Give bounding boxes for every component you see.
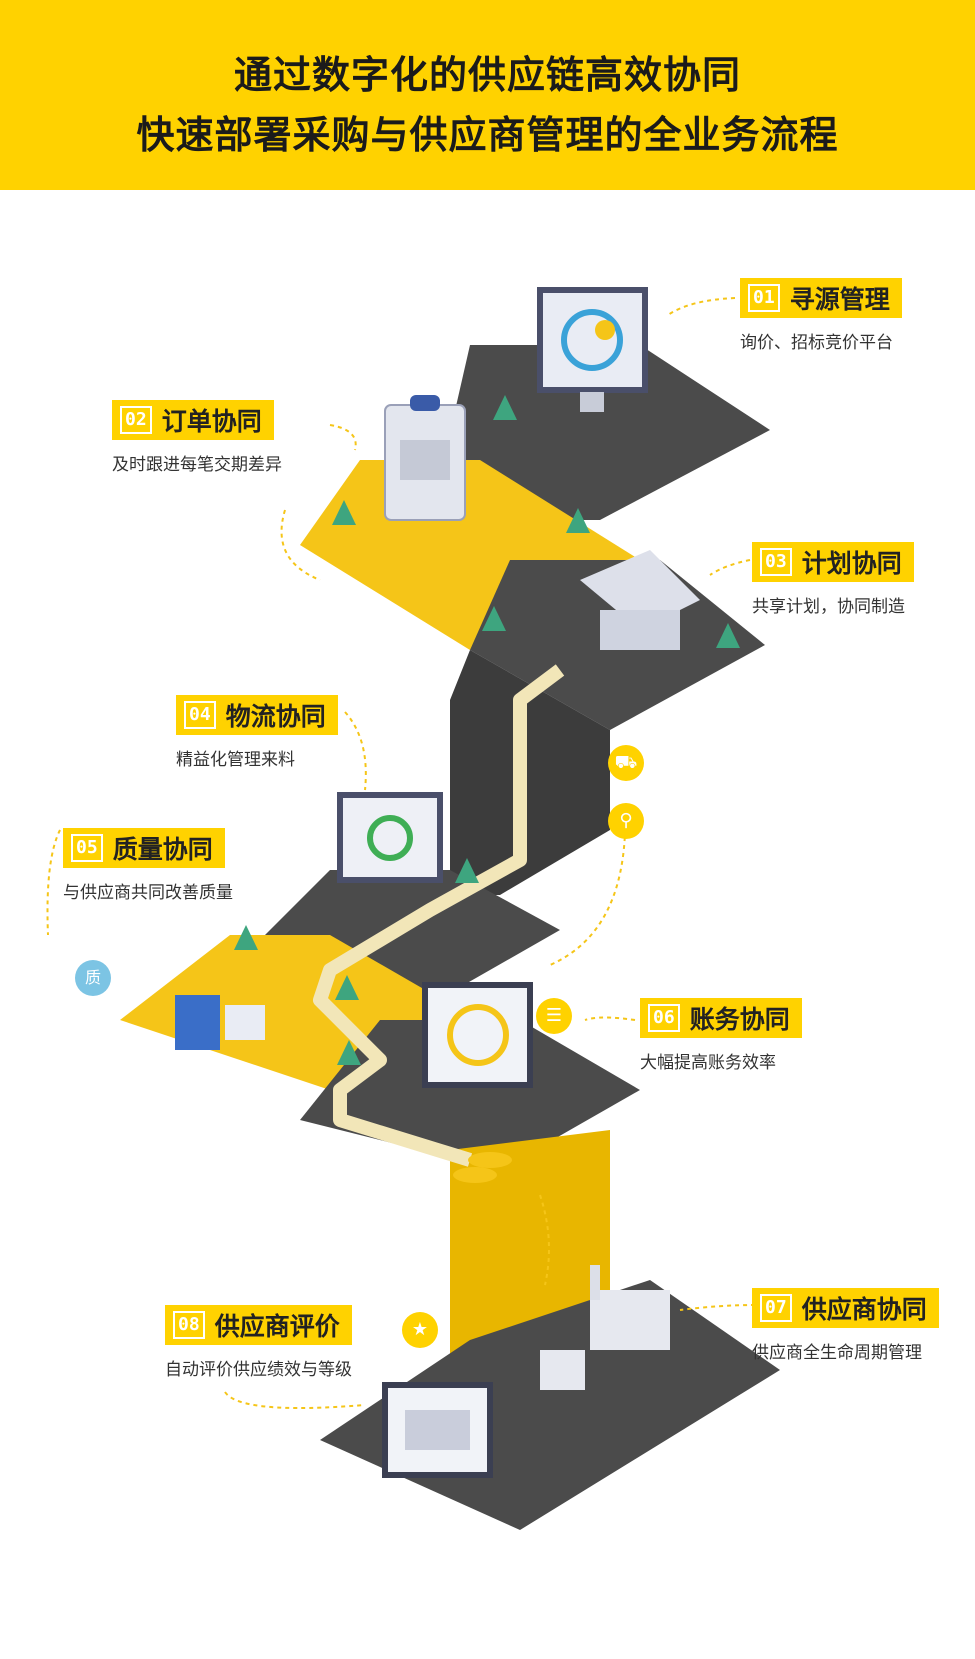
step-evaluation: 08 供应商评价 自动评价供应绩效与等级 <box>165 1305 352 1380</box>
step-sourcing: 01 寻源管理 询价、招标竞价平台 <box>740 278 902 353</box>
monitor-logistics <box>337 792 443 883</box>
step-desc: 与供应商共同改善质量 <box>63 883 233 903</box>
step-title: 供应商协同 <box>801 1295 927 1324</box>
monitor-accounts <box>422 982 533 1183</box>
platform-sourcing <box>430 345 770 520</box>
warehouse-planning <box>580 550 700 650</box>
step-number: 06 <box>648 1004 680 1032</box>
machine-quality <box>175 995 265 1050</box>
step-tag: 04 物流协同 <box>176 695 338 735</box>
step-tag: 02 订单协同 <box>112 400 274 440</box>
clipboard-orders <box>384 395 466 521</box>
step-desc: 精益化管理来料 <box>176 750 295 770</box>
step-title: 供应商评价 <box>214 1312 340 1341</box>
road-stripe <box>313 664 565 1167</box>
step-title: 物流协同 <box>225 702 326 731</box>
step-desc: 共享计划，协同制造 <box>752 597 905 617</box>
step-number: 07 <box>760 1294 792 1322</box>
step-accounts: 06 账务协同 大幅提高账务效率 <box>640 998 802 1073</box>
step-title: 账务协同 <box>689 1005 790 1034</box>
step-desc: 询价、招标竞价平台 <box>740 333 893 353</box>
headline-line-1: 通过数字化的供应链高效协同 <box>233 53 741 97</box>
step-tag: 03 计划协同 <box>752 542 914 582</box>
step-orders: 02 订单协同 及时跟进每笔交期差异 <box>112 400 282 475</box>
quality-icon: 质 <box>75 960 111 996</box>
step-tag: 05 质量协同 <box>63 828 225 868</box>
step-desc: 及时跟进每笔交期差异 <box>112 455 282 475</box>
step-number: 05 <box>71 834 103 862</box>
step-supplier: 07 供应商协同 供应商全生命周期管理 <box>752 1288 939 1363</box>
step-title: 订单协同 <box>161 407 262 436</box>
connectors <box>46 297 756 1410</box>
step-title: 计划协同 <box>801 549 902 578</box>
step-quality: 05 质量协同 与供应商共同改善质量 <box>63 828 233 903</box>
belt-planning-logistics <box>450 650 610 895</box>
monitor-evaluation <box>382 1382 493 1478</box>
step-desc: 供应商全生命周期管理 <box>752 1343 922 1363</box>
belt-accounts-supplier <box>450 1130 610 1360</box>
step-desc: 自动评价供应绩效与等级 <box>165 1360 352 1380</box>
step-tag: 07 供应商协同 <box>752 1288 939 1328</box>
step-title: 寻源管理 <box>789 285 890 314</box>
step-number: 01 <box>748 284 780 312</box>
invoice-icon: ☰ <box>536 998 572 1034</box>
platform-logistics <box>260 870 560 1010</box>
location-pin-icon: ⚲ <box>608 803 644 839</box>
step-number: 08 <box>173 1311 205 1339</box>
factory-supplier <box>540 1265 670 1390</box>
step-number: 03 <box>760 548 792 576</box>
step-tag: 06 账务协同 <box>640 998 802 1038</box>
step-planning: 03 计划协同 共享计划，协同制造 <box>752 542 914 617</box>
star-badge-icon: ★ <box>402 1312 438 1348</box>
step-tag: 08 供应商评价 <box>165 1305 352 1345</box>
step-logistics: 04 物流协同 精益化管理来料 <box>176 695 338 770</box>
truck-icon: ⛟ <box>608 745 644 781</box>
trees <box>234 395 740 1065</box>
step-number: 02 <box>120 406 152 434</box>
step-tag: 01 寻源管理 <box>740 278 902 318</box>
step-title: 质量协同 <box>112 835 213 864</box>
step-desc: 大幅提高账务效率 <box>640 1053 776 1073</box>
headline-line-2: 快速部署采购与供应商管理的全业务流程 <box>136 113 839 157</box>
header-banner: 通过数字化的供应链高效协同 快速部署采购与供应商管理的全业务流程 <box>0 0 975 190</box>
monitor-sourcing <box>537 287 648 412</box>
step-number: 04 <box>184 701 216 729</box>
